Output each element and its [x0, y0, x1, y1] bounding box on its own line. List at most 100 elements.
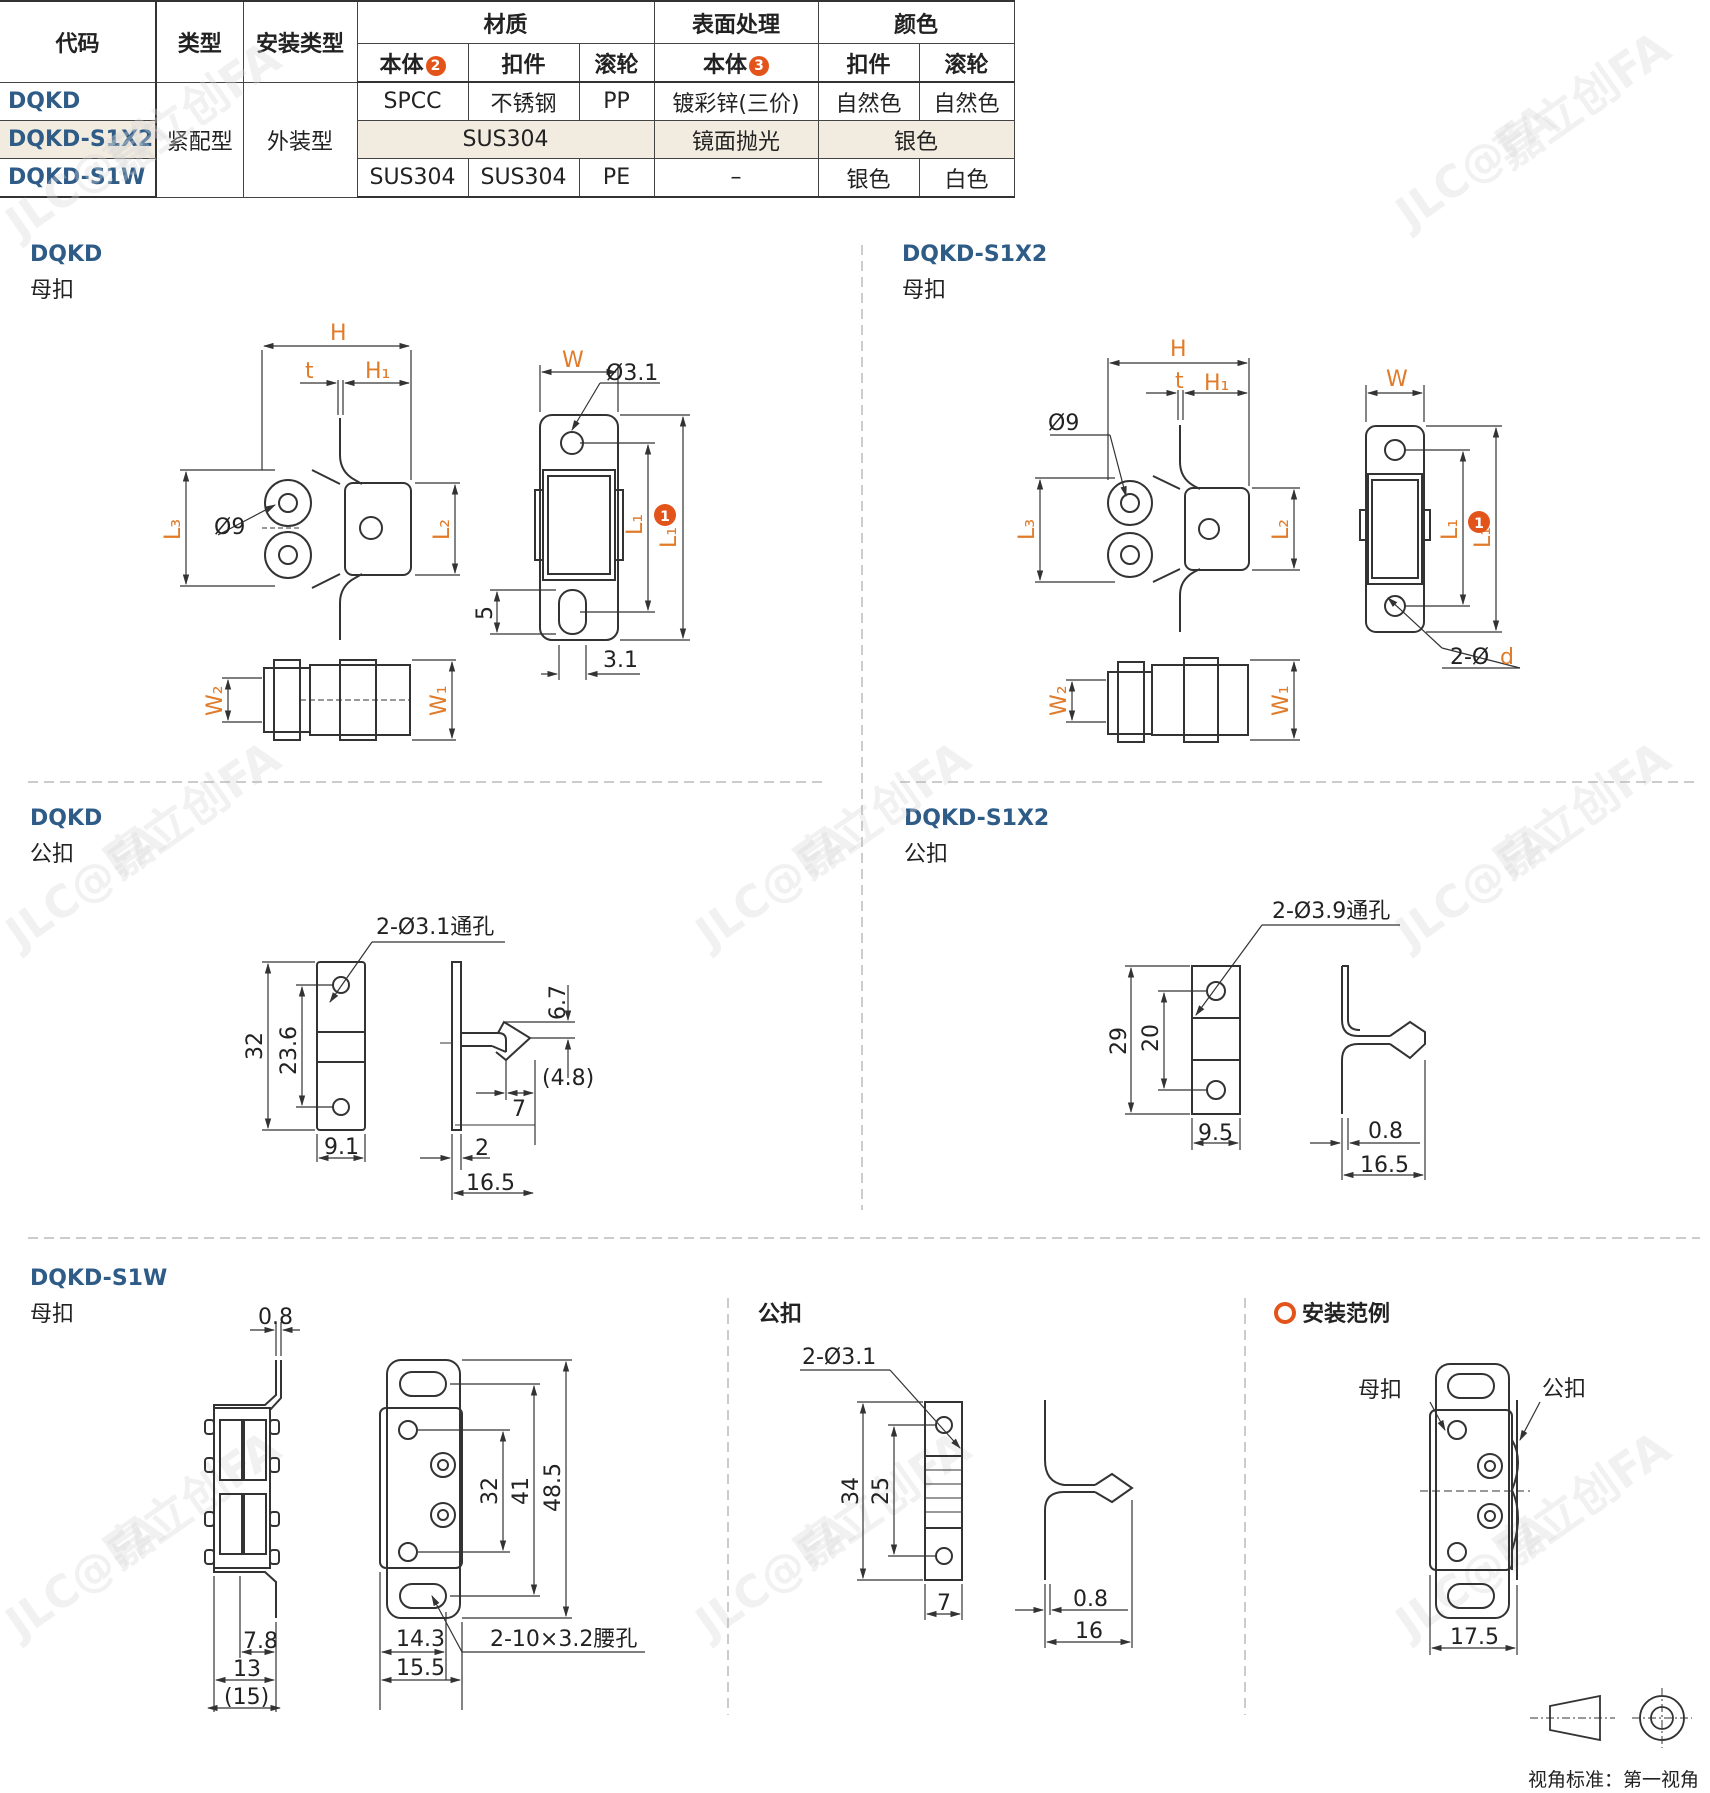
s1x2-male-front-dims: [1125, 924, 1400, 1150]
cell-mat-roller: PP: [579, 82, 655, 121]
cell-color-roller: 白色: [919, 158, 1015, 198]
section-subtitle-s1x2-female: 母扣: [902, 278, 947, 303]
cell-surface: –: [654, 158, 819, 198]
dqkd-male-front-view: [316, 961, 366, 1131]
s1x2-female-side-labels: H t H₁ L₃ L₂: [1015, 337, 1294, 540]
col-header-code: 代码: [0, 1, 157, 83]
section-subtitle-s1x2-male: 公扣: [904, 842, 949, 867]
install-example-labels: 母扣 公扣 17.5: [1358, 1377, 1586, 1650]
dim-2-dia: 2-Ø: [1450, 645, 1489, 670]
watermark-cn: 嘉立创FA: [95, 730, 290, 889]
dqkd-female-top-dims: [222, 659, 456, 741]
dim-13: 13: [233, 1657, 261, 1682]
dim-h1: H₁: [365, 359, 390, 384]
dim-h1: H₁: [1204, 371, 1229, 396]
dqkd-male-front-dims: [262, 941, 505, 1162]
dim-hole: 2-Ø3.1通孔: [376, 915, 494, 940]
col-header-type: 类型: [156, 1, 244, 83]
dim-32: 32: [478, 1477, 503, 1505]
s1x2-female-top-dims: [1066, 659, 1300, 741]
dim-41: 41: [509, 1477, 534, 1505]
s1w-female-side-labels: 0.8 7.8 13 (15): [224, 1305, 293, 1710]
section-subtitle-dqkd-female: 母扣: [30, 278, 75, 303]
col-header-surface: 表面处理: [654, 1, 819, 44]
dim-hole: 2-Ø3.1: [802, 1345, 876, 1370]
section-title-s1x2-male: DQKD-S1X2: [904, 806, 1050, 831]
dim-16-5: 16.5: [466, 1171, 515, 1196]
dim-l3: L₃: [161, 519, 186, 540]
cell-mat-fastener: 不锈钢: [468, 82, 580, 121]
s1w-female-side-view: [204, 1360, 282, 1618]
row-code: DQKD-S1X2: [0, 120, 157, 159]
s1x2-male-side-view: [1341, 965, 1426, 1114]
cell-color-all: 银色: [818, 120, 1015, 159]
dim-w2: W₂: [1047, 685, 1072, 716]
s1x2-female-front-dims: [1365, 385, 1521, 669]
col-header-install-type: 安装类型: [243, 1, 358, 83]
subheader-fastener-color: 扣件: [818, 43, 920, 83]
s1w-male-front-labels: 2-Ø3.1 34 25 7: [802, 1345, 951, 1616]
note-badge: 2: [425, 55, 446, 76]
section-title-dqkd-female: DQKD: [30, 242, 103, 267]
dim-9-1: 9.1: [324, 1135, 359, 1160]
cell-surface: 镀彩锌(三价): [654, 82, 819, 121]
s1x2-male-side-dims: [1310, 1060, 1426, 1180]
dim-l-total: L₁: [657, 527, 682, 548]
ring-bullet-icon: [1274, 1302, 1296, 1324]
dim-7-8: 7.8: [243, 1629, 278, 1654]
dim-15-5: 15.5: [396, 1656, 445, 1681]
dim-w1: W₁: [1269, 685, 1294, 716]
section-title-dqkd-male: DQKD: [30, 806, 103, 831]
note-badge: 3: [749, 55, 770, 76]
dqkd-female-side-dims: [180, 342, 460, 587]
dim-l1: L₁: [1438, 519, 1463, 540]
s1x2-male-front-labels: 2-Ø3.9通孔 29 20 9.5: [1107, 899, 1390, 1146]
dim-l1: L₁: [623, 514, 648, 535]
dqkd-male-side-view: [440, 961, 532, 1131]
table-row: DQKD 紧配型 外装型 SPCC 不锈钢 PP 镀彩锌(三价) 自然色 自然色: [0, 82, 1015, 198]
subheader-label: 本体: [379, 52, 424, 78]
dim-48-5: 48.5: [541, 1463, 566, 1512]
section-dividers: [28, 245, 1700, 1715]
install-example-dims: [1429, 1401, 1541, 1655]
dim-15: (15): [224, 1685, 269, 1710]
s1w-male-side-labels: 0.8 16: [1073, 1587, 1108, 1644]
dim-7: 7: [512, 1097, 526, 1122]
dim-34: 34: [839, 1477, 864, 1505]
dqkd-female-top-view: [263, 659, 411, 741]
dim-3-1: 3.1: [603, 648, 638, 673]
dim-w: W: [1386, 367, 1408, 392]
dim-25: 25: [869, 1477, 894, 1505]
install-label: 安装范例: [1302, 1302, 1391, 1327]
s1w-female-front-view: [379, 1359, 463, 1619]
dqkd-male-side-dims: [420, 985, 575, 1200]
dim-7: 7: [937, 1591, 951, 1616]
cell-mat-body: SUS304: [357, 158, 469, 198]
row-code: DQKD-S1W: [0, 158, 157, 198]
dim-w1: W₁: [427, 685, 452, 716]
s1w-female-front-labels: 32 41 48.5 14.3 15.5 2-10×3.2腰孔: [396, 1463, 637, 1681]
dim-6-7: 6.7: [546, 985, 571, 1020]
dim-17-5: 17.5: [1450, 1625, 1499, 1650]
cell-color-roller: 自然色: [919, 82, 1015, 121]
cell-surface: 镜面抛光: [654, 120, 819, 159]
cell-mat-roller: PE: [579, 158, 655, 198]
dim-w2: W₂: [203, 685, 228, 716]
section-subtitle-s1w-female: 母扣: [30, 1302, 75, 1327]
s1x2-female-front-view: [1359, 425, 1431, 633]
section-subtitle-install: 安装范例: [1274, 1296, 1390, 1328]
s1w-male-side-dims: [1015, 1500, 1133, 1648]
dim-t: t: [1175, 369, 1184, 394]
dqkd-female-front-view: [534, 414, 624, 641]
dim-l2: L₂: [1269, 519, 1294, 540]
first-angle-projection-icon: [1530, 1688, 1692, 1748]
cell-mat-body: SPCC: [357, 82, 469, 121]
dim-h: H: [330, 321, 347, 346]
cell-color-fastener: 银色: [818, 158, 920, 198]
watermark-cn: 嘉立创FA: [95, 1420, 290, 1579]
table-row: DQKD-S1W SUS304 SUS304 PE – 银色 白色: [0, 158, 1015, 198]
dim-l3: L₃: [1015, 519, 1040, 540]
dim-20: 20: [1139, 1024, 1164, 1052]
